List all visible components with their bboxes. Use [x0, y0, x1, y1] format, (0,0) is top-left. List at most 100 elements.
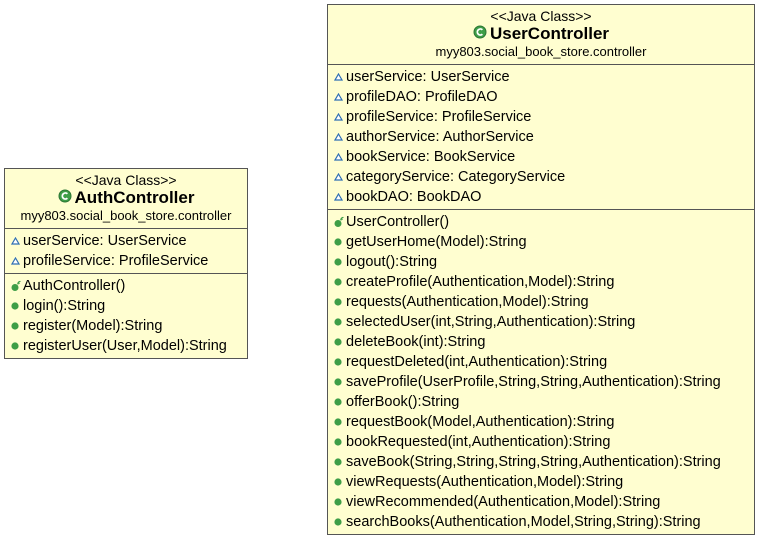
package-visibility-icon: [334, 133, 346, 141]
method-row-text: searchBooks(Authentication,Model,String,…: [346, 514, 701, 530]
method-row-text: registerUser(User,Model):String: [23, 338, 227, 354]
package-visibility-icon: [334, 93, 346, 101]
method-row: logout():String: [328, 252, 754, 272]
field-row: bookDAO: BookDAO: [328, 187, 754, 207]
method-row: registerUser(User,Model):String: [5, 336, 247, 356]
method-row-text: AuthController(): [23, 278, 126, 294]
method-row-text: createProfile(Authentication,Model):Stri…: [346, 274, 615, 290]
class-title: UserController: [473, 24, 609, 44]
method-row: register(Model):String: [5, 316, 247, 336]
package-label: myy803.social_book_store.controller: [435, 44, 647, 59]
package-visibility-icon: [334, 193, 346, 201]
constructor-icon: [334, 216, 346, 228]
package-visibility-icon: [334, 153, 346, 161]
public-method-icon: [334, 298, 346, 306]
stereotype-label: <<Java Class>>: [75, 172, 177, 188]
method-row-text: deleteBook(int):String: [346, 334, 486, 350]
public-method-icon: [334, 238, 346, 246]
method-row: offerBook():String: [328, 392, 754, 412]
method-row-text: requestDeleted(int,Authentication):Strin…: [346, 354, 608, 370]
public-method-icon: [11, 302, 23, 310]
fields-section: userService: UserService profileDAO: Prof…: [328, 65, 754, 209]
method-row-text: viewRecommended(Authentication,Model):St…: [346, 494, 661, 510]
methods-section: AuthController() login():String register(M…: [5, 273, 247, 358]
field-row-text: profileDAO: ProfileDAO: [346, 89, 498, 105]
method-row-text: bookRequested(int,Authentication):String: [346, 434, 611, 450]
field-row: profileService: ProfileService: [328, 107, 754, 127]
method-row: requests(Authentication,Model):String: [328, 292, 754, 312]
user-controller-class[interactable]: <<Java Class>> UserController myy803.soc…: [327, 4, 755, 535]
method-row-text: logout():String: [346, 254, 438, 270]
auth-controller-class[interactable]: <<Java Class>> AuthController myy803.soc…: [4, 168, 248, 359]
method-row-text: requestBook(Model,Authentication):String: [346, 414, 615, 430]
package-visibility-icon: [334, 173, 346, 181]
method-row-text: getUserHome(Model):String: [346, 234, 527, 250]
field-row: profileDAO: ProfileDAO: [328, 87, 754, 107]
method-row: AuthController(): [5, 276, 247, 296]
method-row: UserController(): [328, 212, 754, 232]
class-header: <<Java Class>> UserController myy803.soc…: [328, 5, 754, 65]
methods-section: UserController() getUserHome(Model):Strin…: [328, 209, 754, 534]
field-row-text: categoryService: CategoryService: [346, 169, 566, 185]
method-row-text: requests(Authentication,Model):String: [346, 294, 589, 310]
public-method-icon: [334, 478, 346, 486]
field-row-text: userService: UserService: [23, 233, 187, 249]
method-row: bookRequested(int,Authentication):String: [328, 432, 754, 452]
method-row-text: selectedUser(int,String,Authentication):…: [346, 314, 636, 330]
field-row: userService: UserService: [328, 67, 754, 87]
field-row: authorService: AuthorService: [328, 127, 754, 147]
public-method-icon: [11, 342, 23, 350]
method-row-text: saveProfile(UserProfile,String,String,Au…: [346, 374, 721, 390]
field-row-text: profileService: ProfileService: [346, 109, 532, 125]
public-method-icon: [334, 258, 346, 266]
constructor-icon: [11, 280, 23, 292]
method-row: viewRecommended(Authentication,Model):St…: [328, 492, 754, 512]
class-c-icon: [58, 188, 72, 208]
public-method-icon: [334, 378, 346, 386]
public-method-icon: [334, 358, 346, 366]
stereotype-label: <<Java Class>>: [490, 8, 592, 24]
package-visibility-icon: [11, 257, 23, 265]
method-row: deleteBook(int):String: [328, 332, 754, 352]
method-row: selectedUser(int,String,Authentication):…: [328, 312, 754, 332]
field-row-text: profileService: ProfileService: [23, 253, 209, 269]
method-row: createProfile(Authentication,Model):Stri…: [328, 272, 754, 292]
package-label: myy803.social_book_store.controller: [20, 208, 232, 223]
method-row-text: viewRequests(Authentication,Model):Strin…: [346, 474, 624, 490]
method-row: searchBooks(Authentication,Model,String,…: [328, 512, 754, 532]
method-row: getUserHome(Model):String: [328, 232, 754, 252]
method-row-text: login():String: [23, 298, 106, 314]
public-method-icon: [334, 418, 346, 426]
method-row-text: UserController(): [346, 214, 450, 230]
method-row-text: saveBook(String,String,String,String,Aut…: [346, 454, 721, 470]
public-method-icon: [334, 438, 346, 446]
field-row-text: userService: UserService: [346, 69, 510, 85]
method-row-text: register(Model):String: [23, 318, 163, 334]
class-title: AuthController: [58, 188, 195, 208]
method-row: viewRequests(Authentication,Model):Strin…: [328, 472, 754, 492]
public-method-icon: [334, 498, 346, 506]
public-method-icon: [334, 518, 346, 526]
class-name-text: AuthController: [74, 188, 195, 207]
field-row-text: authorService: AuthorService: [346, 129, 534, 145]
method-row: requestDeleted(int,Authentication):Strin…: [328, 352, 754, 372]
field-row-text: bookService: BookService: [346, 149, 516, 165]
public-method-icon: [334, 398, 346, 406]
fields-section: userService: UserService profileService: …: [5, 229, 247, 273]
class-c-icon: [473, 24, 487, 44]
method-row: saveProfile(UserProfile,String,String,Au…: [328, 372, 754, 392]
public-method-icon: [334, 458, 346, 466]
method-row: login():String: [5, 296, 247, 316]
field-row: bookService: BookService: [328, 147, 754, 167]
package-visibility-icon: [334, 113, 346, 121]
package-visibility-icon: [334, 73, 346, 81]
public-method-icon: [334, 278, 346, 286]
class-name-text: UserController: [489, 24, 610, 43]
field-row: profileService: ProfileService: [5, 251, 247, 271]
method-row: requestBook(Model,Authentication):String: [328, 412, 754, 432]
public-method-icon: [11, 322, 23, 330]
field-row-text: bookDAO: BookDAO: [346, 189, 482, 205]
field-row: categoryService: CategoryService: [328, 167, 754, 187]
class-header: <<Java Class>> AuthController myy803.soc…: [5, 169, 247, 229]
public-method-icon: [334, 338, 346, 346]
